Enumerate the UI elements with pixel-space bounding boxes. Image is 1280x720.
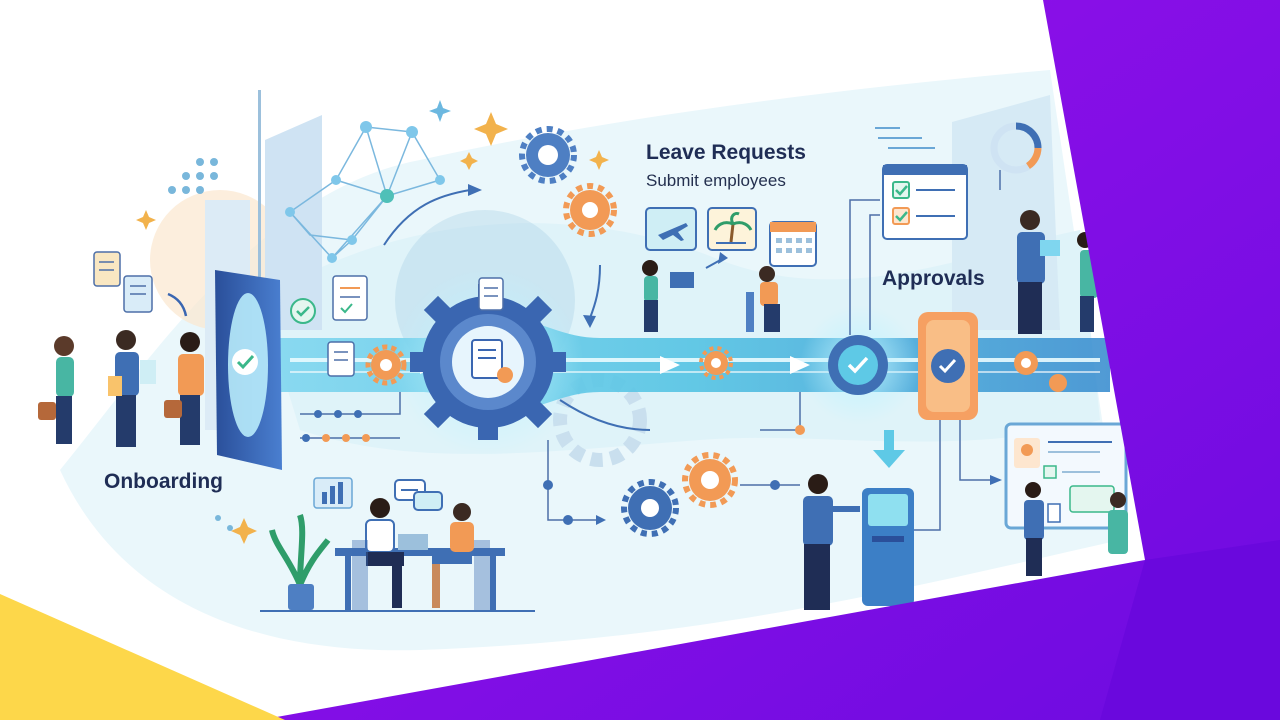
approval-checkpoint: [918, 312, 978, 420]
check-icon: [828, 335, 888, 395]
onboarding-walkers: [38, 330, 204, 447]
document-icon: [123, 275, 153, 313]
flow-arrows: [468, 184, 1002, 525]
screen-presenters: [1024, 482, 1128, 576]
leave-request-workers: [642, 260, 780, 332]
pie-chart-icon: [990, 122, 1042, 174]
network-nodes: [285, 121, 445, 263]
onboarding-portal: [215, 270, 282, 470]
checklist-icon: [882, 164, 968, 240]
airplane-icon: [645, 207, 697, 251]
meeting-table: [260, 534, 535, 612]
kiosk-icon: [862, 488, 914, 606]
laptop-icon: [398, 534, 428, 550]
document-icon: [332, 275, 368, 321]
document-icon: [93, 251, 121, 287]
bar-chart-icon: [313, 477, 353, 509]
chat-bubble-icon: [394, 479, 443, 511]
yellow-corner: [0, 594, 285, 720]
text-lines: [875, 127, 935, 149]
purple-band-shade: [1100, 540, 1280, 720]
dot-grid: [168, 158, 233, 531]
gear-icon: [699, 346, 733, 380]
down-arrow-stem: [884, 430, 894, 452]
gear-icon: [519, 126, 577, 184]
connector-lines: [300, 170, 1001, 531]
down-arrow-icon: [873, 450, 905, 468]
gear-icon: [563, 183, 617, 237]
leave-requests-title: Leave Requests: [646, 141, 806, 164]
gear-icon: [621, 479, 679, 537]
onboarding-label: Onboarding: [104, 470, 223, 493]
document-icon: [327, 341, 355, 377]
leave-requests-subtitle: Submit employees: [646, 171, 786, 190]
plant-icon: [269, 514, 331, 610]
document-icon: [471, 339, 513, 383]
gear-icon: [1014, 351, 1067, 392]
gear-icon: [365, 344, 407, 386]
check-icon: [290, 298, 316, 324]
approvals-label: Approvals: [882, 267, 985, 290]
kiosk-user: [803, 474, 860, 610]
sparkle-icon: [429, 100, 451, 122]
sparkle-icon: [136, 112, 609, 544]
document-icon: [478, 277, 504, 311]
meeting-team: [352, 498, 490, 610]
gear-icon: [682, 452, 738, 508]
palm-tree-icon: [707, 207, 757, 251]
calendar-icon: [769, 221, 817, 267]
connector-nodes: [302, 410, 805, 525]
